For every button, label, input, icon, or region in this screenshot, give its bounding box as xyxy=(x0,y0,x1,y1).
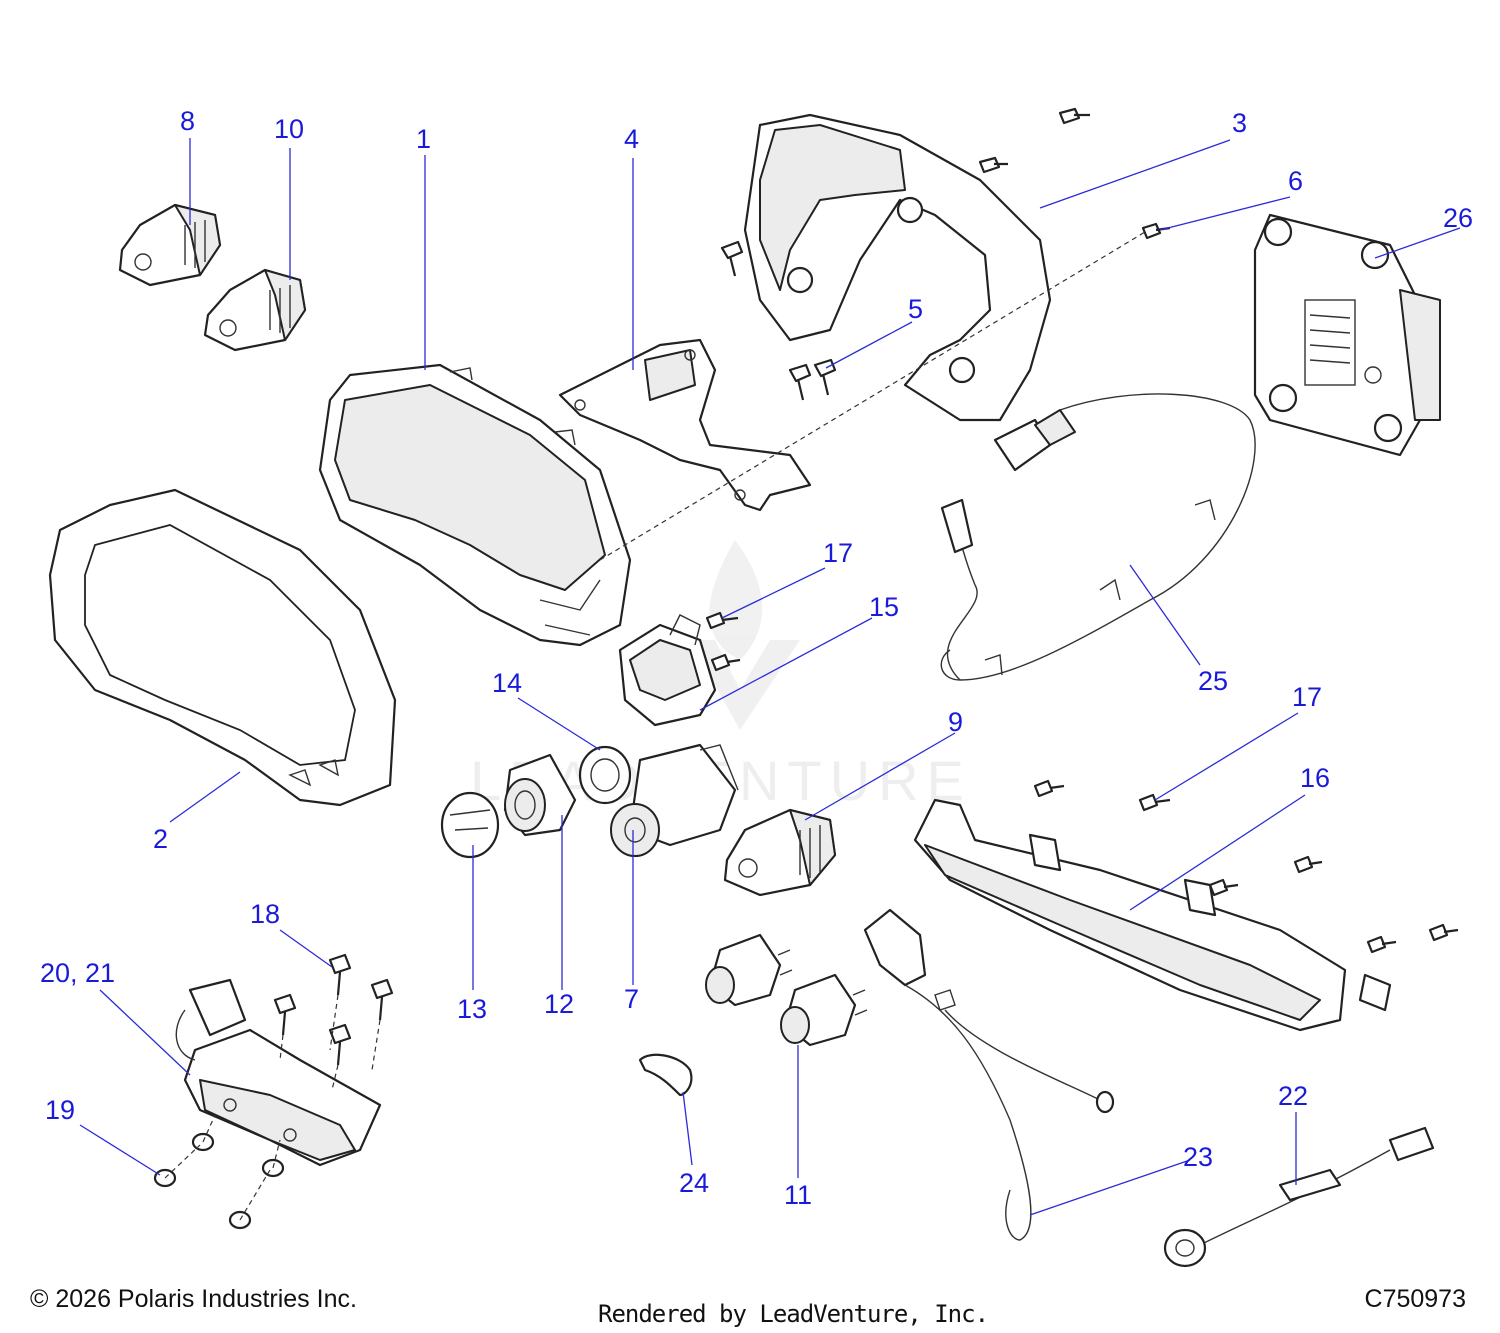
callout-17-lower: 17 xyxy=(1292,682,1322,712)
part-13-socket-cap[interactable] xyxy=(440,791,500,859)
fastener-screws-light-bar[interactable] xyxy=(1208,855,1459,954)
part-3-rear-housing[interactable] xyxy=(743,113,1052,422)
callout-22: 22 xyxy=(1278,1081,1308,1111)
callout-3: 3 xyxy=(1232,108,1247,138)
callout-7: 7 xyxy=(624,984,639,1014)
callout-25: 25 xyxy=(1198,666,1228,696)
leader-lines xyxy=(79,138,1461,1216)
part-10-switch[interactable] xyxy=(203,268,307,352)
part-2-bezel[interactable] xyxy=(48,488,397,807)
part-17-screw-upper[interactable] xyxy=(705,611,741,672)
callout-9: 9 xyxy=(948,707,963,737)
callout-10: 10 xyxy=(274,114,304,144)
callout-24: 24 xyxy=(679,1168,709,1198)
part-23-cable-harness[interactable] xyxy=(863,908,1115,1241)
part-7-ignition-switch[interactable] xyxy=(610,743,739,857)
callout-12: 12 xyxy=(544,989,574,1019)
part-14-lock-nut[interactable] xyxy=(578,745,632,805)
callout-6: 6 xyxy=(1288,166,1303,196)
part-15-connector-housing[interactable] xyxy=(618,614,717,727)
fastener-screws-top[interactable] xyxy=(978,107,1090,174)
callout-8: 8 xyxy=(180,106,195,136)
part-12-power-socket[interactable] xyxy=(503,753,577,837)
callout-4: 4 xyxy=(624,124,639,154)
part-19-grommets[interactable] xyxy=(153,1114,285,1230)
part-11-power-outlet[interactable] xyxy=(705,933,868,1047)
copyright-notice: © 2026 Polaris Industries Inc. xyxy=(30,1285,357,1313)
part-4-bracket[interactable] xyxy=(558,338,812,512)
callout-23: 23 xyxy=(1183,1142,1213,1172)
callout-11: 11 xyxy=(784,1180,812,1210)
part-9-switch[interactable] xyxy=(723,808,837,897)
callout-17-upper: 17 xyxy=(823,538,853,568)
part-20-21-light-assembly[interactable] xyxy=(175,978,382,1167)
part-6-screw[interactable] xyxy=(1141,222,1171,240)
diagram-id: C750973 xyxy=(1364,1285,1466,1313)
callout-5: 5 xyxy=(908,294,923,324)
part-22-sensor-harness[interactable] xyxy=(1163,1126,1435,1268)
part-16-light-bar[interactable] xyxy=(913,798,1392,1032)
callout-2: 2 xyxy=(153,824,168,854)
part-1-instrument-cluster[interactable] xyxy=(318,363,632,647)
callout-18: 18 xyxy=(250,899,280,929)
callout-20-21: 20, 21 xyxy=(40,958,115,988)
callout-26: 26 xyxy=(1443,203,1473,233)
alignment-line xyxy=(599,231,1146,561)
callout-15: 15 xyxy=(869,592,899,622)
part-24-cable-tie[interactable] xyxy=(638,1053,693,1097)
part-17-screw-lower[interactable] xyxy=(1033,779,1171,812)
callout-19: 19 xyxy=(45,1095,75,1125)
render-credit: Rendered by LeadVenture, Inc. xyxy=(598,1300,989,1328)
callout-13: 13 xyxy=(457,994,487,1024)
part-8-switch[interactable] xyxy=(118,203,222,287)
part-26-control-module[interactable] xyxy=(1253,213,1441,457)
part-25-harness[interactable] xyxy=(940,393,1256,681)
part-18-bolts[interactable] xyxy=(273,953,394,1091)
callout-1: 1 xyxy=(416,124,431,154)
callout-16: 16 xyxy=(1300,763,1330,793)
callout-14: 14 xyxy=(492,668,522,698)
callout-labels: 8 10 1 4 3 6 26 5 17 15 25 14 17 9 16 2 … xyxy=(40,106,1473,1210)
